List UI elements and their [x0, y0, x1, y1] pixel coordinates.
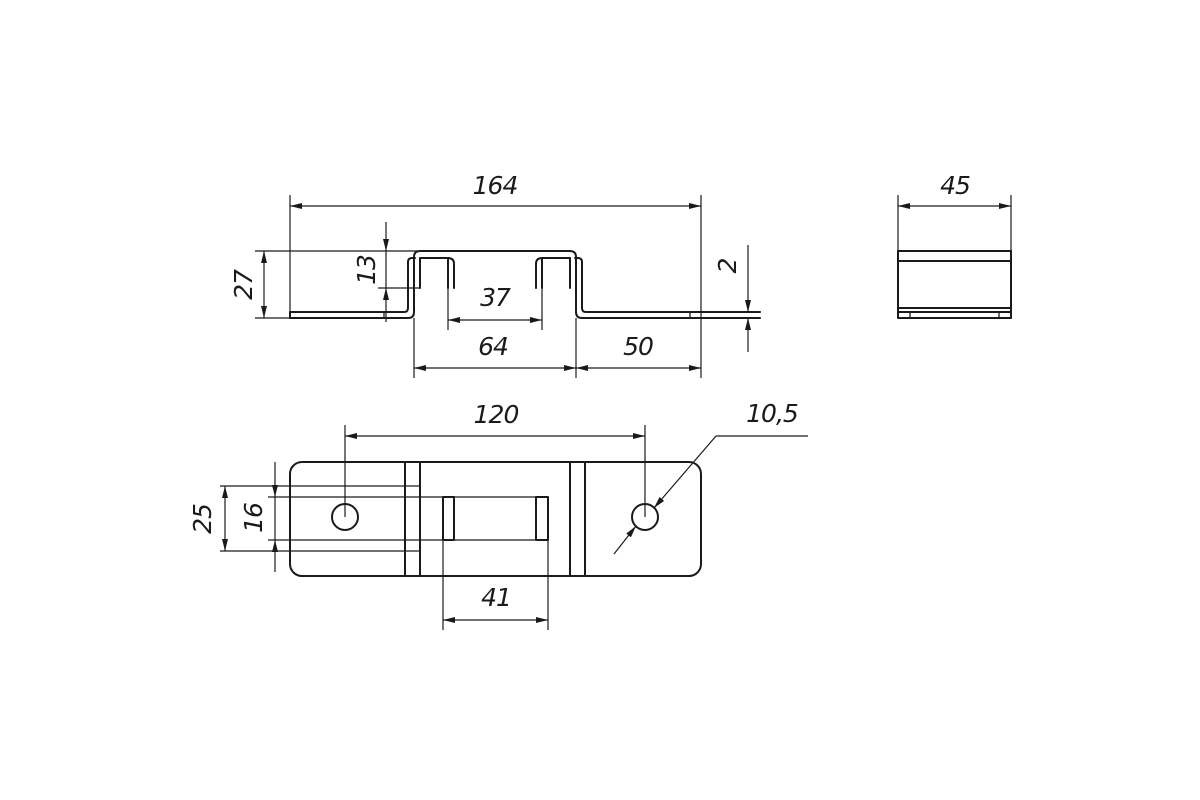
dim-hole-diameter: 10,5	[746, 399, 798, 428]
dim-channel-width: 64	[478, 332, 508, 361]
dim-inner-gap: 37	[480, 283, 511, 312]
dim-hole-spacing: 120	[474, 400, 519, 429]
front-profile-inner	[289, 257, 416, 313]
dim-side-width: 45	[940, 171, 970, 200]
dim-flange-length: 50	[623, 332, 653, 361]
slot-tab-left	[442, 496, 455, 541]
dim-inner-height: 13	[352, 255, 381, 285]
leader-line	[613, 525, 637, 555]
side-view: 45	[897, 171, 1012, 319]
slot-tab-right	[535, 496, 549, 541]
dim-slot-width: 16	[239, 503, 268, 533]
dim-thickness: 2	[713, 258, 742, 273]
leader-line	[653, 435, 717, 509]
front-profile-inner-right	[574, 257, 761, 313]
dim-plate-width: 25	[188, 504, 217, 534]
dim-slot-length: 41	[481, 583, 511, 612]
top-outline	[289, 461, 702, 577]
front-profile-outer	[289, 250, 761, 319]
dim-overall-length: 164	[473, 171, 518, 200]
front-view: 164 27 13 2 37 64 50	[229, 171, 761, 378]
front-tab-left	[419, 257, 455, 289]
dim-height: 27	[229, 269, 258, 300]
top-view: 120 10,5 25 16 41	[188, 399, 808, 630]
front-tab-right	[535, 257, 571, 289]
side-outline	[897, 250, 1012, 319]
